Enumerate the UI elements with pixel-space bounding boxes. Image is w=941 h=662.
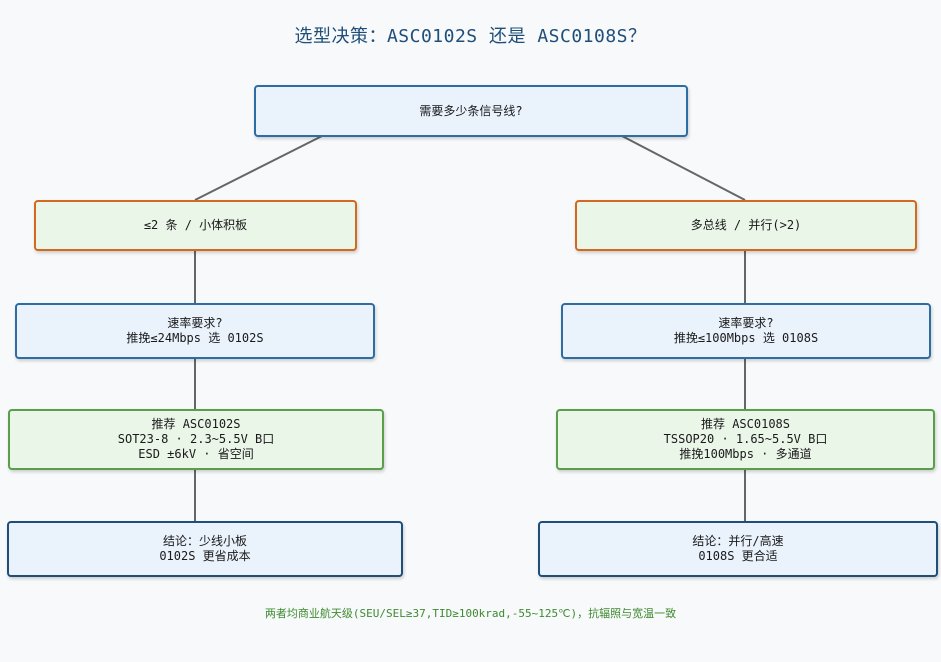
right-recommend-line-1: 推荐 ASC0108S: [700, 417, 791, 431]
right-speed-node: 速率要求? 推挽≤100Mbps 选 0108S: [561, 303, 931, 359]
left-speed-line-2: 推挽≤24Mbps 选 0102S: [126, 331, 264, 345]
left-branch-node: ≤2 条 / 小体积板: [34, 200, 357, 251]
root-decision-node: 需要多少条信号线?: [254, 85, 688, 137]
right-branch-node: 多总线 / 并行(>2): [575, 200, 917, 251]
left-speed-node: 速率要求? 推挽≤24Mbps 选 0102S: [15, 303, 375, 359]
left-conclusion-line-1: 结论：少线小板: [162, 534, 247, 548]
root-decision-text: 需要多少条信号线?: [419, 103, 523, 118]
left-conclusion-node: 结论：少线小板 0102S 更省成本: [7, 521, 403, 577]
right-recommend-line-3: 推挽100Mbps · 多通道: [679, 447, 812, 461]
footnote: 两者均商业航天级(SEU/SEL≥37,TID≥100krad,-55~125℃…: [264, 607, 677, 620]
left-recommend-line-3: ESD ±6kV · 省空间: [138, 447, 254, 461]
right-speed-line-1: 速率要求?: [718, 316, 774, 330]
connector-root-left: [194, 135, 323, 201]
left-recommend-node: 推荐 ASC0102S SOT23-8 · 2.3~5.5V B口 ESD ±6…: [8, 409, 384, 470]
left-recommend-line-1: 推荐 ASC0102S: [151, 417, 241, 431]
left-speed-line-1: 速率要求?: [167, 316, 223, 330]
left-conclusion-line-2: 0102S 更省成本: [159, 549, 251, 563]
right-conclusion-node: 结论：并行/高速 0108S 更合适: [538, 521, 938, 577]
right-recommend-node: 推荐 ASC0108S TSSOP20 · 1.65~5.5V B口 推挽100…: [556, 409, 935, 470]
page-title: 选型决策：ASC0102S 还是 ASC0108S？: [294, 26, 647, 47]
right-conclusion-line-2: 0108S 更合适: [698, 549, 778, 563]
left-branch-text: ≤2 条 / 小体积板: [143, 218, 248, 232]
left-recommend-line-2: SOT23-8 · 2.3~5.5V B口: [117, 432, 275, 446]
right-recommend-line-2: TSSOP20 · 1.65~5.5V B口: [663, 432, 828, 446]
right-speed-line-2: 推挽≤100Mbps 选 0108S: [673, 331, 819, 345]
right-branch-text: 多总线 / 并行(>2): [690, 218, 802, 232]
connector-root-right: [621, 135, 746, 201]
right-conclusion-line-1: 结论：并行/高速: [692, 534, 784, 548]
